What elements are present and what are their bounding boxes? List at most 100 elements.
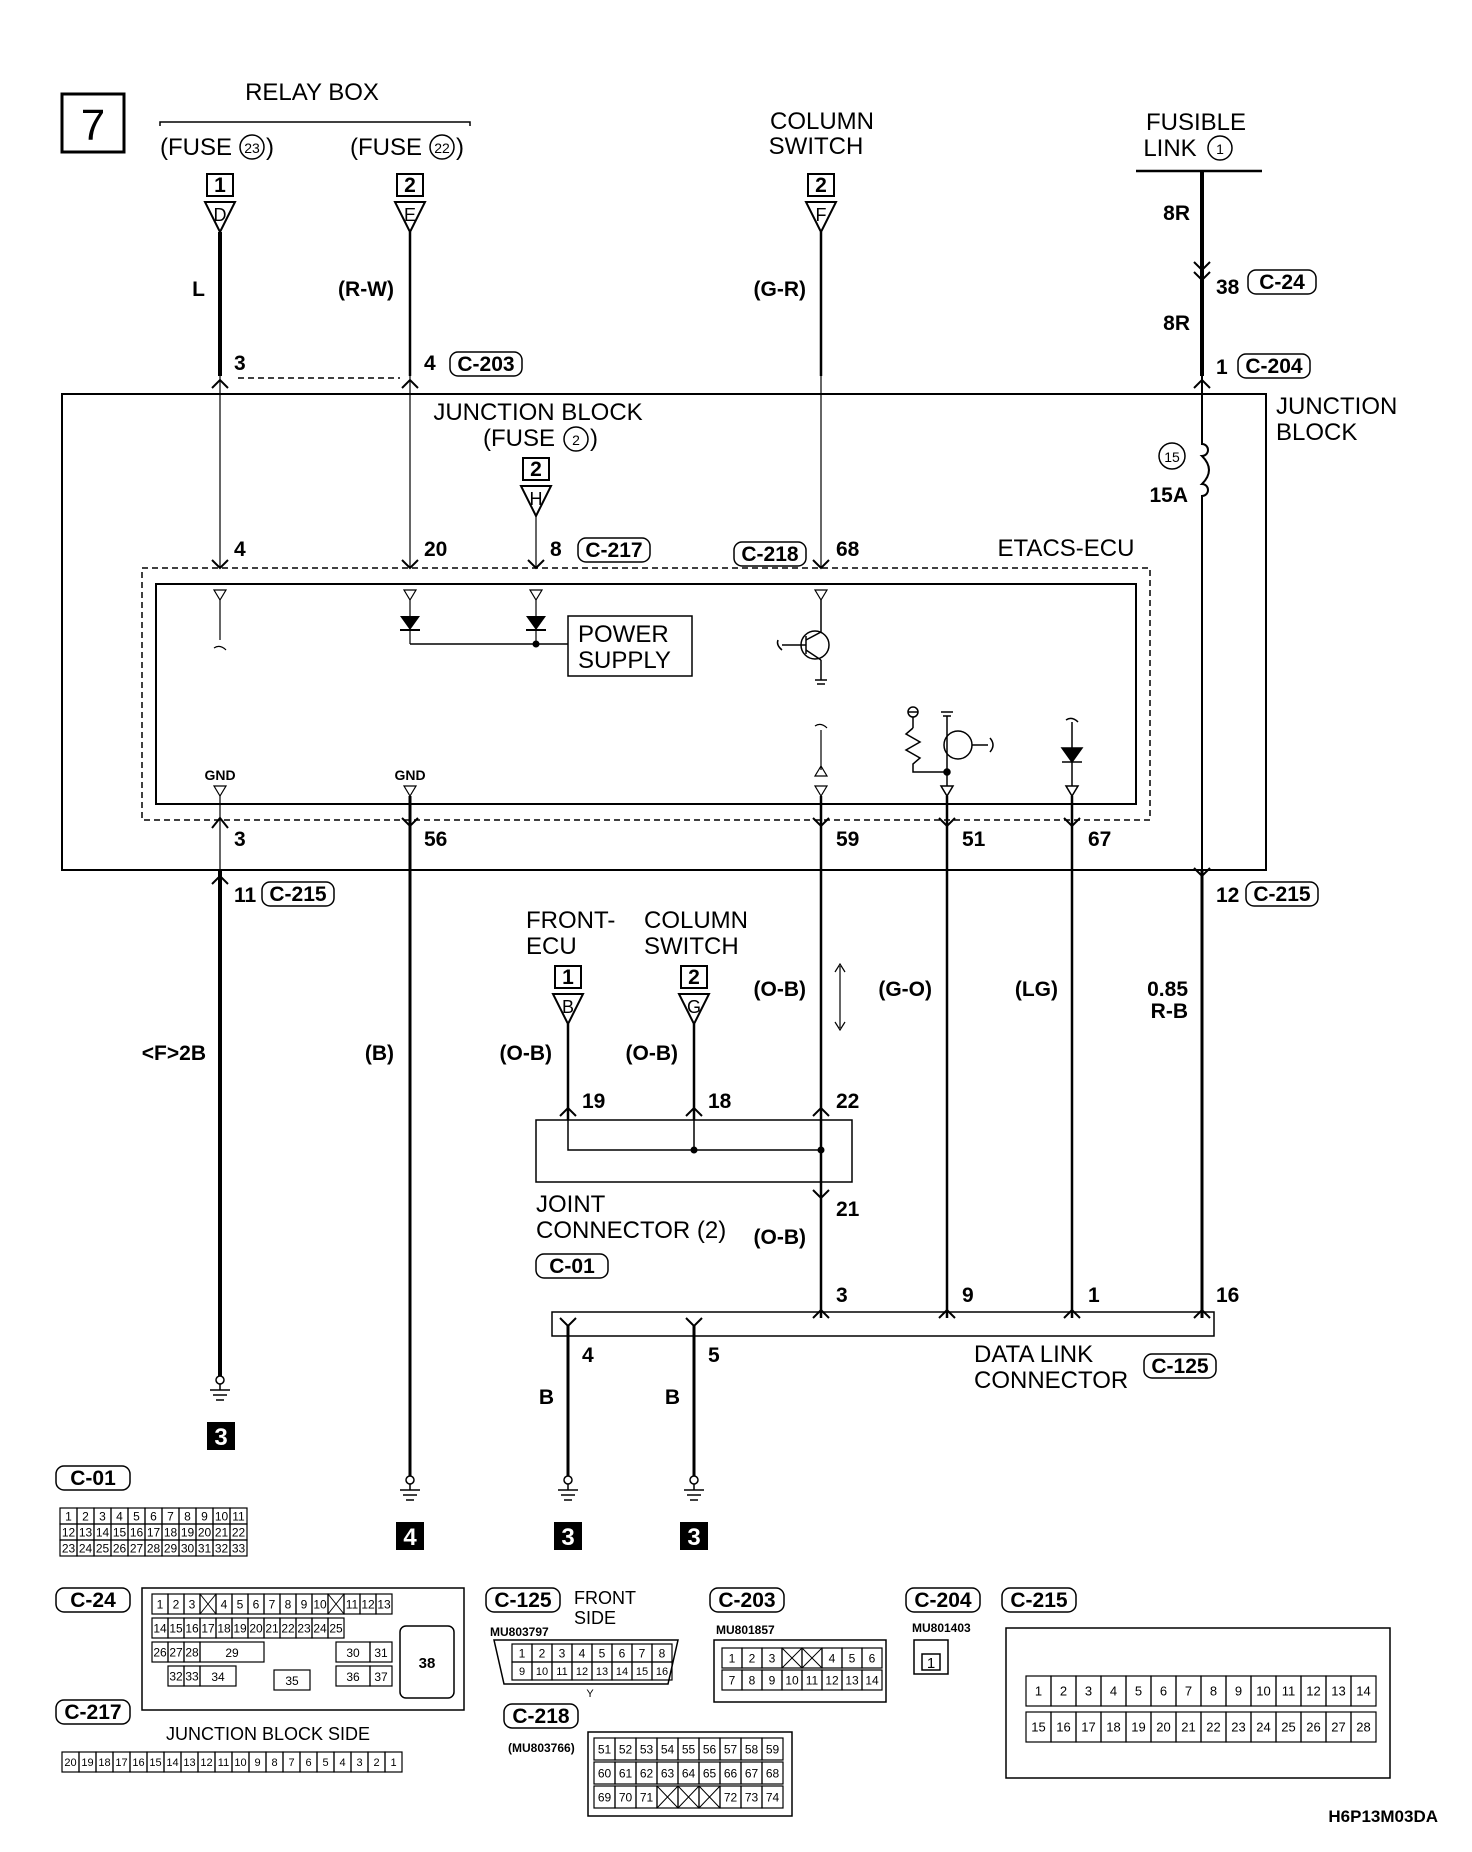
pin-label: 8	[1210, 1684, 1217, 1699]
pin-label: 12	[576, 1666, 588, 1678]
pin-label: 10	[313, 1597, 327, 1611]
pin-cell	[1350, 1675, 1377, 1707]
c217-box	[577, 537, 651, 563]
etacs-ecu-dashed	[141, 567, 1151, 821]
pin-label: 6	[869, 1651, 876, 1665]
fusible-wire-8r-b: 8R	[1163, 312, 1190, 335]
pin-label: 11	[556, 1666, 567, 1678]
pin-label: 1	[157, 1597, 164, 1611]
c24-label: C-24	[1259, 271, 1305, 294]
etacs-pin-8: 8	[550, 538, 562, 561]
pin-label: 26	[113, 1541, 127, 1555]
fusible-pin-38: 38	[1216, 276, 1240, 299]
pin-label: 2	[539, 1646, 546, 1660]
pin-label: 18	[217, 1621, 231, 1635]
legend-c204-cell	[921, 1653, 941, 1671]
svg-text:2: 2	[815, 174, 827, 197]
pin-label: 14	[166, 1757, 178, 1769]
ground-num-3: 3	[561, 1524, 574, 1551]
pin-cell	[375, 1593, 393, 1615]
c215-right-label: C-215	[1253, 883, 1311, 906]
pin-label: 14	[616, 1666, 628, 1678]
ground-num-2: 4	[403, 1524, 417, 1551]
pin-label: 20	[64, 1757, 76, 1769]
front-ecu-connector: 1 B	[551, 965, 585, 1027]
blank-pin-mark	[199, 1593, 217, 1615]
pin-label: 25	[96, 1541, 110, 1555]
junction-fuse-close: )	[590, 425, 598, 452]
ecu-top-pins	[212, 589, 829, 602]
legend-c217-label: C-217	[64, 1701, 121, 1724]
pin-cell	[1350, 1711, 1377, 1743]
pin-label: 17	[115, 1757, 127, 1769]
pin-label: 3	[559, 1646, 566, 1660]
pin-label: 19	[1131, 1720, 1145, 1735]
dlc-pin-9: 9	[962, 1284, 974, 1307]
pin-label: 5	[133, 1509, 140, 1523]
pin-label: 12	[62, 1525, 76, 1539]
pin-label: 27	[169, 1645, 183, 1659]
legend-c203-frame	[713, 1639, 887, 1703]
c215-left-label: C-215	[269, 883, 327, 906]
pin-label: 64	[682, 1766, 696, 1780]
pin-label: 8	[285, 1597, 292, 1611]
power-supply-box	[567, 615, 693, 677]
pin-label: 16	[132, 1757, 144, 1769]
pin-label: 14	[96, 1525, 110, 1539]
page-number: 7	[81, 101, 105, 150]
pin-label: 17	[147, 1525, 161, 1539]
pin-label: 22	[281, 1621, 295, 1635]
pin-label: 32	[169, 1669, 183, 1683]
pin-label: 15	[1031, 1720, 1045, 1735]
pin-label: 22	[232, 1525, 246, 1539]
pin-label: 4	[221, 1597, 228, 1611]
pin-label: 18	[1106, 1720, 1120, 1735]
pin-label: 27	[130, 1541, 144, 1555]
ecu-pin51-circuit	[904, 706, 994, 798]
blank-pin-mark	[656, 1785, 679, 1809]
dlc-pin-4: 4	[582, 1344, 594, 1367]
joint-node-1	[690, 1146, 698, 1154]
top-connector-1: 1 D	[203, 173, 237, 235]
ground-symbols	[210, 1375, 704, 1501]
pin-label: 7	[1185, 1684, 1192, 1699]
fuse-23-num: 23	[244, 140, 260, 156]
ecu-pin67-diode	[1060, 717, 1084, 798]
pin-label: 15	[149, 1757, 161, 1769]
jb-bottom-connectors	[211, 378, 1211, 885]
front-ecu-wire: (O-B)	[500, 1042, 552, 1065]
pin-label: 69	[598, 1790, 612, 1804]
svg-text:D: D	[214, 205, 227, 225]
legend-c204-tag	[905, 1587, 981, 1613]
junction-right-2: BLOCK	[1276, 419, 1357, 446]
fusible-link-circle	[1207, 135, 1233, 161]
pin-label: 24	[313, 1621, 327, 1635]
pin-label: 8	[749, 1673, 756, 1687]
etacs-bottom-51: 51	[962, 828, 986, 851]
pin-cell	[199, 1665, 237, 1687]
pin-label: 13	[596, 1666, 608, 1678]
pin-label: 20	[198, 1525, 212, 1539]
fuse-15-symbol	[1199, 376, 1210, 870]
junction-fuse-label: (FUSE	[483, 425, 555, 452]
pin-label: 3	[356, 1757, 362, 1769]
c218-box	[733, 541, 807, 567]
pin-label: 7	[729, 1673, 736, 1687]
blank-pin-mark	[781, 1647, 803, 1669]
wire-67-label: (LG)	[1015, 978, 1058, 1001]
legend-c24-label: C-24	[70, 1589, 116, 1612]
pin-label: 30	[346, 1646, 360, 1660]
pin-label: 8	[659, 1646, 666, 1660]
legend-c01-label: C-01	[70, 1467, 116, 1490]
column-switch-mid-connector: 2 G	[677, 965, 711, 1027]
pin-label: 15	[113, 1525, 127, 1539]
ground-num-1: 3	[214, 1424, 227, 1451]
pin-label: 12	[361, 1597, 375, 1611]
pin-label: 33	[185, 1669, 199, 1683]
pin-cell	[199, 1641, 265, 1663]
c215-box-left	[261, 881, 335, 907]
pin-label: 51	[598, 1742, 612, 1756]
